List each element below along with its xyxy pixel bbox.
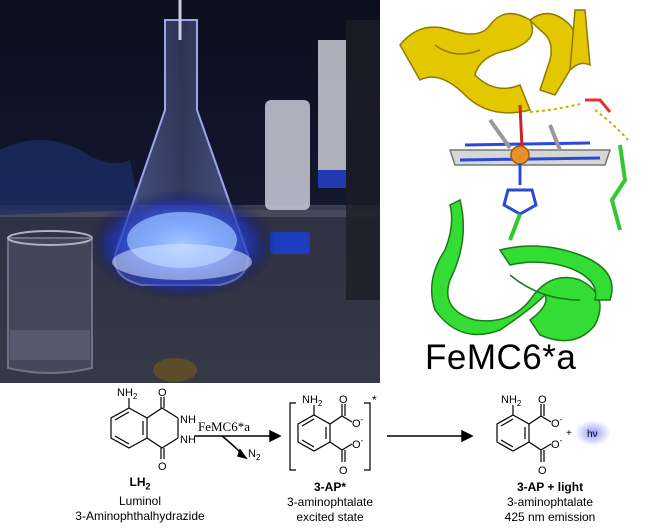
luminol-nh1-label: NH xyxy=(180,414,196,426)
product-o-bottom: O xyxy=(538,465,547,477)
luminol-nh2-label: NH xyxy=(180,434,196,446)
product-3ap-structure xyxy=(496,404,552,462)
nitrogen-byproduct: N2 xyxy=(248,448,261,463)
plus-sign: + xyxy=(566,428,572,439)
excited-o-top: O xyxy=(339,394,348,406)
luminol-amine-label: NH2 xyxy=(117,387,138,401)
product-o-top: O xyxy=(538,394,547,406)
excited-ominus-bottom: O- xyxy=(352,436,364,451)
hv-photon-label: hν xyxy=(587,429,598,440)
catalyst-label: FeMC6*a xyxy=(198,419,250,434)
femc6a-structure-model xyxy=(399,9,629,342)
light-glow xyxy=(575,420,611,446)
enzyme-title: FeMC6*a xyxy=(425,338,577,377)
luminescence-flask-photo xyxy=(0,0,380,383)
yellow-helix xyxy=(399,9,591,114)
excited-star: * xyxy=(372,393,377,407)
product-caption: 3-AP + light 3-aminophtalate 425 nm emis… xyxy=(504,480,596,524)
excited-3ap-structure xyxy=(289,402,371,471)
product-ominus-top: O- xyxy=(551,415,563,430)
luminol-structure xyxy=(110,397,179,459)
reaction-arrow-2 xyxy=(387,429,474,443)
luminol-caption: LH2 Luminol 3-Aminophthalhydrazide xyxy=(75,475,205,524)
luminol-o2-label: O xyxy=(158,461,167,473)
chemiluminescence-reaction-scheme: NH2 O O NH NH xyxy=(110,387,611,477)
reaction-arrow-1 xyxy=(195,429,282,460)
product-ominus-bottom: O- xyxy=(551,436,563,451)
excited-o-bottom: O xyxy=(339,465,348,477)
green-helix xyxy=(430,198,613,342)
excited-ominus-top: O- xyxy=(352,415,364,430)
product-amine-label: NH2 xyxy=(501,394,522,408)
luminol-o1-label: O xyxy=(158,387,167,399)
porphyrin-heme xyxy=(448,104,612,216)
excited-caption: 3-AP* 3-aminophtalate excited state xyxy=(286,480,374,524)
excited-amine-label: NH2 xyxy=(302,394,323,408)
